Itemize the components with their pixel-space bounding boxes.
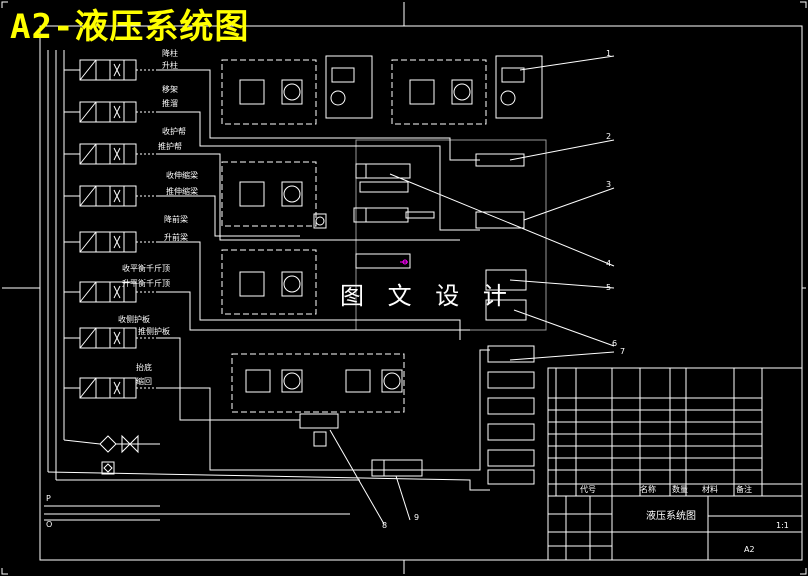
block-4 [221,249,317,315]
valve-label: 缩回 [136,377,152,386]
callout-number: 7 [620,347,626,356]
title-block-header: 名称 [640,485,656,494]
block-3 [221,161,317,227]
valve-label: 收侧护板 [118,315,150,324]
block-1 [221,59,317,125]
drawing-name: 液压系统图 [646,511,696,522]
drawing-border [39,25,803,561]
callout-number: 3 [606,180,612,189]
valve-label: 移架 [162,85,178,94]
block-2 [391,59,487,125]
callout-number: 9 [414,513,420,522]
block-5 [231,353,405,413]
valve-label: 推护帮 [158,142,182,151]
title-block-header: 代号 [580,485,596,494]
valve-label: 升前梁 [164,233,188,242]
return-line-label: O [46,520,53,529]
valve-label: 推溜 [162,99,178,108]
callout-number: 2 [606,132,612,141]
drawing-title: A2-液压系统图 [10,7,250,47]
valve-label: 升柱 [162,61,178,70]
valve-label: 降前梁 [164,215,188,224]
valve-label: 降柱 [162,49,178,58]
callout-number: 5 [606,283,612,292]
title-block [547,367,803,561]
callout-number: 1 [606,49,612,58]
valve-label: 升平衡千斤顶 [122,279,170,288]
sheet-size: A2 [744,545,755,554]
title-block-header: 材料 [702,485,718,494]
valve-label: 收伸缩梁 [166,171,198,180]
valve-label: 推侧护板 [138,327,170,336]
valve-label: 推伸缩梁 [166,187,198,196]
title-block-header: 备注 [736,485,752,494]
title-block-header: 数量 [672,485,688,494]
valve-bank [79,59,156,399]
callout-number: 4 [606,259,612,268]
pressure-line-label: P [46,494,51,503]
valve-label: 收平衡千斤顶 [122,264,170,273]
valve-label: 收护帮 [162,127,186,136]
callout-number: 8 [382,521,388,530]
callout-number: 6 [612,339,618,348]
valve-label: 抬底 [136,363,152,372]
watermark-text: 图 文 设 计 [340,282,515,310]
scale-value: 1:1 [776,521,789,530]
